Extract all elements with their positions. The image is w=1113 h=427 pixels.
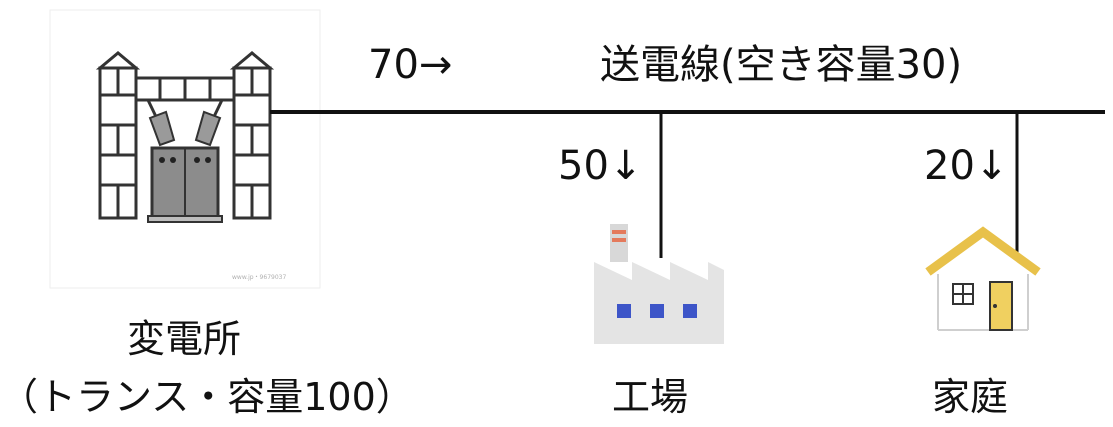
transmission-line-label: 送電線(空き容量30) (600, 42, 963, 88)
substation-left-tower (95, 51, 141, 220)
substation-detail: （トランス・容量100） (0, 375, 414, 419)
factory-icon (594, 224, 724, 344)
substation-name: 変電所 (126, 317, 241, 361)
substation-illustration (49, 9, 321, 289)
factory-flow-label: 50↓ (558, 143, 643, 189)
image-credit: www.jp・9679037 (232, 274, 287, 281)
substation-top-beam (134, 76, 236, 102)
home-icon (925, 226, 1041, 331)
transformer-body (147, 146, 223, 223)
home-flow-label: 20↓ (924, 143, 1009, 189)
factory-name: 工場 (611, 375, 688, 419)
substation-right-tower (229, 51, 275, 220)
substation-outflow-label: 70→ (368, 42, 453, 88)
home-name: 家庭 (931, 375, 1008, 419)
transformer-bushings (146, 99, 224, 147)
